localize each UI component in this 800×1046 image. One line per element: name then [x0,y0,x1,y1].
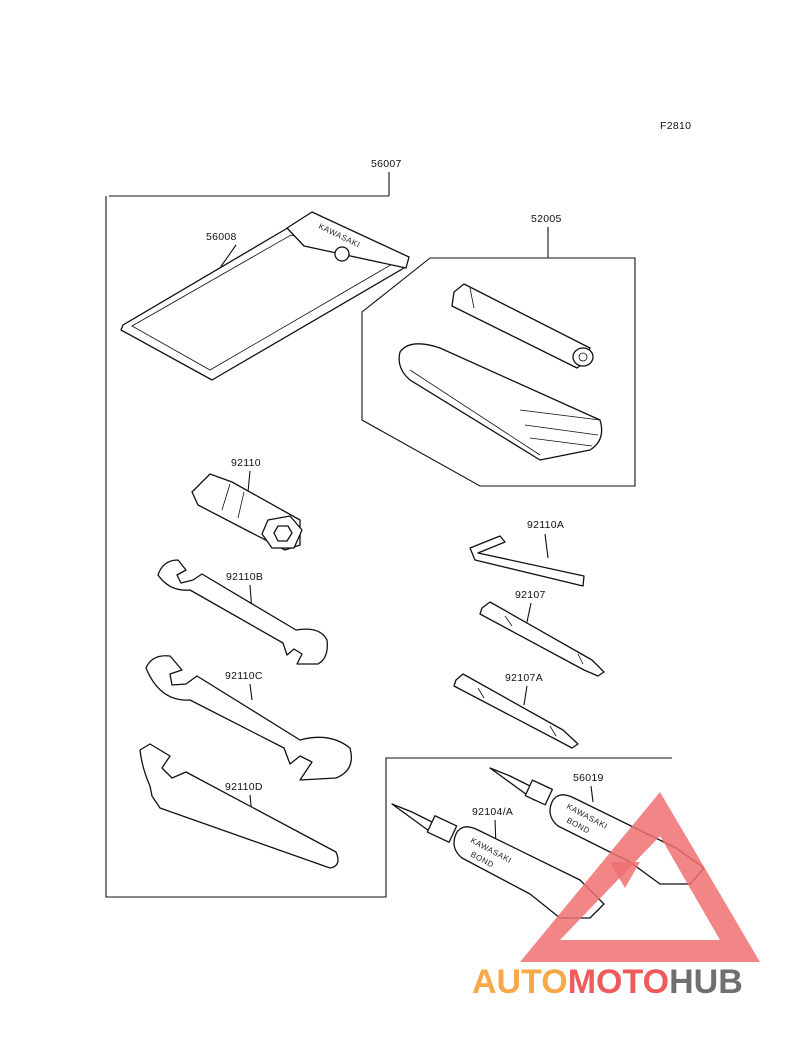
watermark-text: AUTOMOTOHUB [472,963,743,1001]
figure-code: F2810 [660,120,691,132]
label-52005[interactable]: 52005 [531,213,562,225]
leader-92110A [544,533,549,559]
owners-manual-part: KAWASAKI [120,211,410,381]
leader-92110 [247,470,251,493]
label-92107A[interactable]: 92107A [505,672,543,684]
bond-tube-part: KAWASAKI BOND [391,803,605,919]
hook-wrench-part [139,743,339,869]
leader-92107 [526,602,532,623]
wrench-92110B-part [157,559,328,665]
leader-92107A [523,685,528,706]
plug-wrench-part [191,473,303,551]
label-92110C[interactable]: 92110C [225,670,263,682]
wrench-92110C-part [145,655,353,781]
watermark-hub: HUB [669,963,743,1001]
label-56008[interactable]: 56008 [206,231,237,243]
label-92104A[interactable]: 92104/A [472,806,513,818]
screwdriver-92107A-part [453,673,579,749]
label-92107[interactable]: 92107 [515,589,546,601]
label-92110[interactable]: 92110 [231,457,261,469]
label-92110D[interactable]: 92110D [225,781,263,793]
watermark-auto: AUTO [472,963,568,1001]
label-92110B[interactable]: 92110B [226,571,263,583]
kit-bracket [105,172,672,898]
label-56007[interactable]: 56007 [371,158,402,170]
tire-kit-frame [361,257,636,487]
automotohub-watermark: AUTOMOTOHUB [472,792,760,1001]
tire-kit-part [398,283,603,461]
hex-wrench-part [469,535,585,587]
watermark-triangle [520,792,760,962]
label-56019[interactable]: 56019 [573,772,604,784]
label-92110A[interactable]: 92110A [527,519,564,531]
leader-92110C [249,683,253,701]
leader-56019 [590,785,594,803]
screwdriver-92107-part [479,601,605,677]
watermark-moto: MOTO [568,963,669,1001]
